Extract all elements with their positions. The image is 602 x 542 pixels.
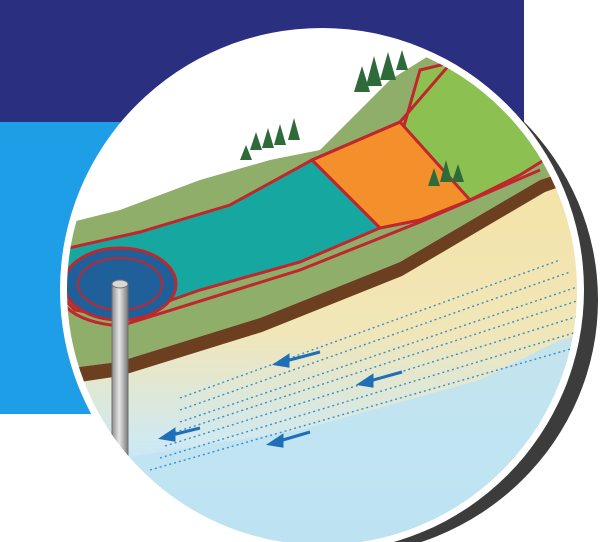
- tree-icon: [288, 118, 300, 140]
- well-icon: [111, 283, 129, 465]
- tree-icon: [428, 168, 440, 186]
- soil-layer: [64, 160, 580, 388]
- tree-icon: [380, 52, 396, 80]
- tree-icon: [262, 128, 274, 148]
- tree-cluster-orange-zone: [428, 160, 464, 186]
- well-cap: [111, 279, 129, 289]
- tree-icon: [274, 124, 286, 145]
- tree-cluster-center: [240, 118, 300, 160]
- tree-icon: [440, 160, 452, 182]
- flow-arrow-icon: [356, 370, 403, 388]
- zone-boundary-line: [64, 63, 541, 328]
- tree-icon: [452, 164, 464, 182]
- tree-cluster-top: [354, 50, 408, 92]
- flow-arrow-icon: [158, 426, 201, 442]
- tree-icon: [366, 56, 382, 86]
- flow-arrows: [158, 350, 403, 448]
- tree-icon: [250, 132, 262, 150]
- tree-icon: [240, 145, 252, 160]
- tree-icon: [354, 66, 370, 92]
- flow-arrow-icon: [272, 350, 321, 368]
- groundwater-zone: [110, 330, 580, 542]
- flow-arrow-icon: [266, 430, 311, 448]
- circle-border: [61, 29, 583, 542]
- tree-icon: [396, 50, 408, 70]
